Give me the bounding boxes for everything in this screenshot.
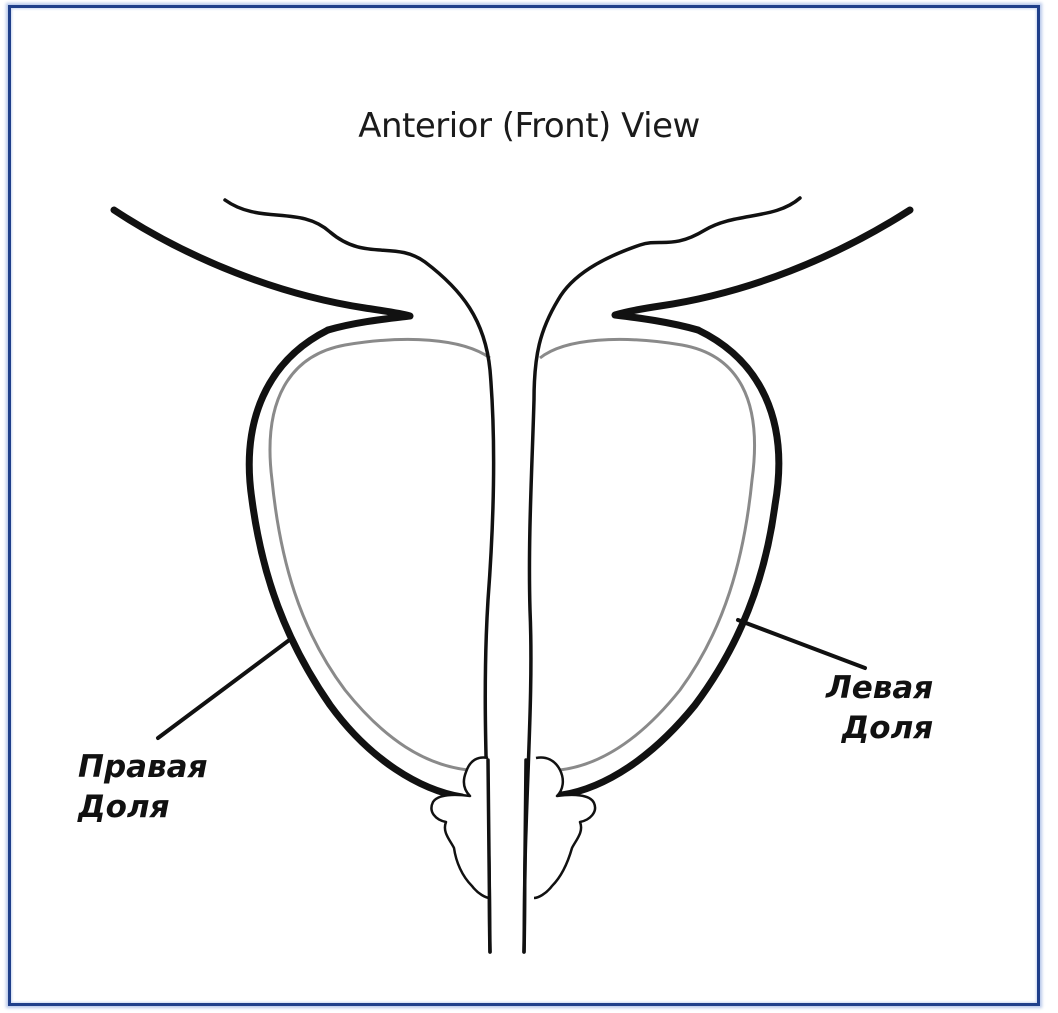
- left-lobe-leader-line: [738, 620, 865, 668]
- left-bladder-wall: [615, 210, 910, 330]
- right-lobe-outline: [249, 330, 462, 797]
- left-lobe-outline: [562, 330, 779, 795]
- right-lobe-inner-contour: [270, 339, 490, 770]
- right-lobe-label-line2: Доля: [78, 787, 208, 827]
- urethra-right-wall-lower: [524, 760, 526, 952]
- urethra-left-wall-lower: [488, 760, 490, 952]
- right-lobe-leader-line: [158, 638, 292, 738]
- right-lobe-label-line1: Правая: [78, 747, 208, 787]
- left-lobe-label-line1: Левая: [826, 668, 933, 708]
- left-lobe-label: Левая Доля: [826, 668, 933, 748]
- right-sphincter: [431, 758, 490, 898]
- right-lobe-label: Правая Доля: [78, 747, 208, 827]
- left-lobe-label-line2: Доля: [826, 708, 933, 748]
- right-bladder-wall: [114, 210, 410, 330]
- left-sphincter: [534, 758, 595, 899]
- left-lobe-inner-contour: [540, 339, 755, 770]
